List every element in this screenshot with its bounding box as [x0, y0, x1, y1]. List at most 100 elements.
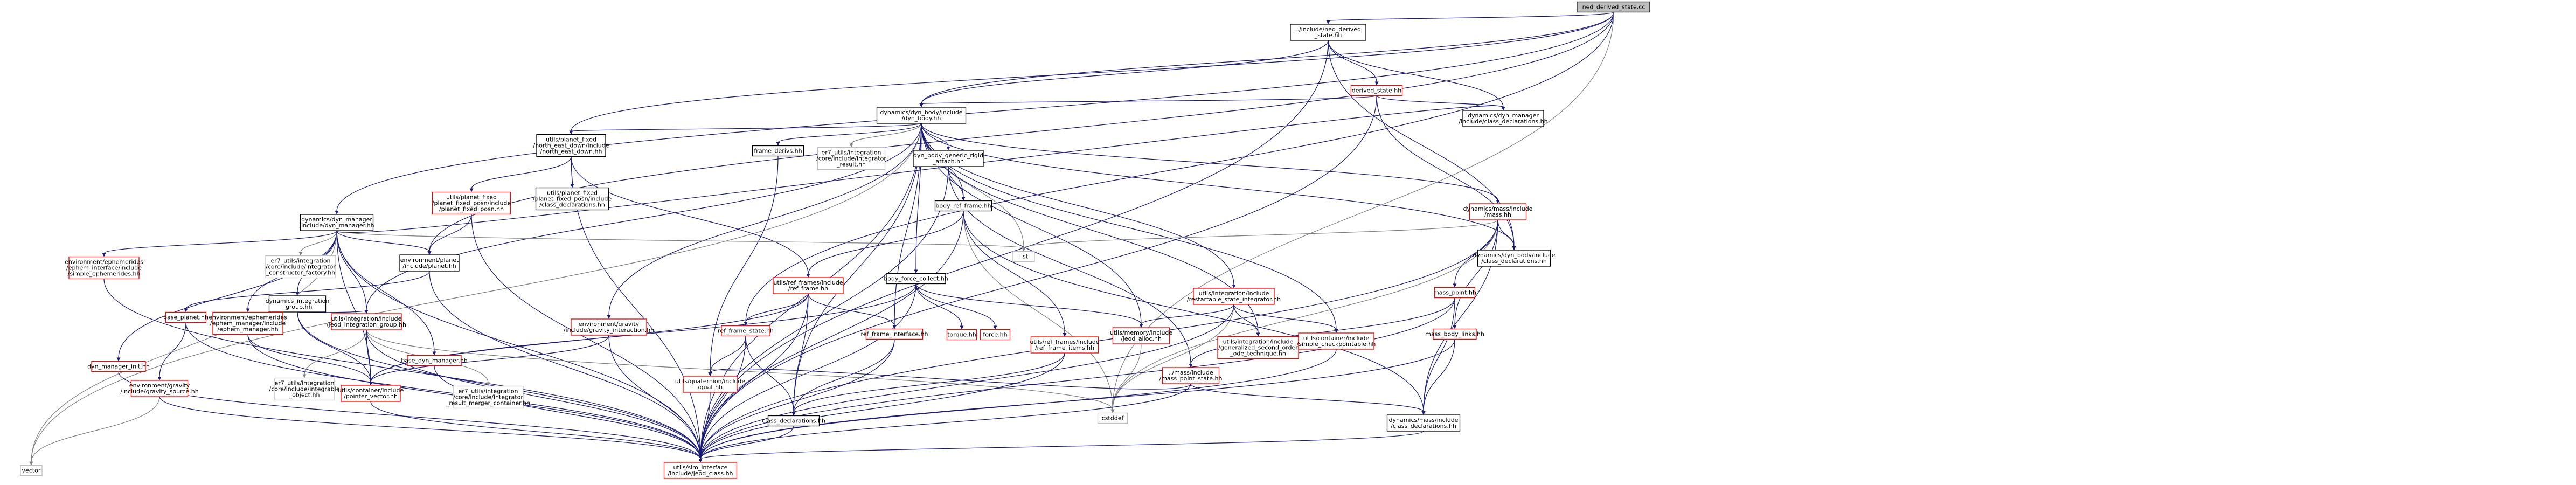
dependency-edge-n35-n48 [1190, 383, 1424, 412]
arrowhead-n11-n4 [1501, 107, 1505, 110]
dependency-edge-n24-n50 [700, 297, 1455, 460]
graph-node-n26[interactable]: environment/ephemerides/ephem_manager/in… [209, 311, 287, 335]
graph-node-n47[interactable]: cstddef [1097, 412, 1128, 424]
node-label: /core/include/integrator [816, 155, 886, 162]
node-box [300, 214, 374, 231]
graph-node-n1[interactable]: ned_derived_state.cc [1577, 1, 1650, 13]
graph-node-n29[interactable]: ref_frame_state.hh [718, 325, 774, 337]
graph-node-n35[interactable]: ../mass/include/mass_point_state.hh [1159, 367, 1223, 384]
graph-node-n5[interactable]: dynamics/dyn_body/include/dyn_body.hh [876, 107, 967, 124]
arrowhead-n11-n16 [298, 252, 303, 256]
arrowhead-n11-n39 [116, 357, 121, 362]
graph-node-n32[interactable]: force.hh [980, 329, 1011, 341]
node-box [274, 377, 335, 401]
graph-node-n15[interactable]: environment/ephemerides/ephem_interface/… [65, 256, 143, 280]
graph-node-n7[interactable]: frame_derivs.hh [752, 145, 804, 157]
graph-node-n6[interactable]: utils/planet_fixed/north_east_down/inclu… [533, 134, 609, 157]
arrowhead-n1-n11 [335, 211, 339, 214]
graph-node-n33[interactable]: utils/ref_frames/include/ref_frame_items… [1030, 336, 1100, 354]
arrowhead-n5-n28 [607, 315, 611, 319]
graph-node-n24[interactable]: mass_point.hh [1433, 287, 1476, 299]
graph-node-n13[interactable]: utils/planet_fixed/planet_fixed_posn/inc… [533, 187, 612, 211]
arrowhead-n23-n34 [1139, 324, 1143, 328]
graph-node-n50[interactable]: utils/sim_interface/include/jeod_class.h… [663, 462, 738, 479]
dependency-edge-n5-n27 [366, 123, 922, 311]
arrowhead-n11-n26 [246, 308, 250, 313]
edge-layer [29, 11, 1614, 466]
node-label: utils/integration/include [1223, 338, 1294, 345]
graph-node-n20[interactable]: dynamics/dyn_body/include/class_declarat… [1473, 250, 1556, 267]
node-box [341, 385, 401, 402]
graph-node-n8[interactable]: er7_utils/integration/core/include/integ… [816, 147, 886, 170]
dependency-edge-n11-n42 [336, 230, 371, 383]
graph-node-n10[interactable]: dynamics/mass/include/mass.hh [1463, 203, 1533, 220]
node-label: /class_declarations.hh [539, 202, 605, 209]
graph-node-n38[interactable]: mass_body_links.hh [1425, 328, 1484, 340]
graph-node-n12[interactable]: utils/planet_fixed/planet_fixed_posn/inc… [432, 191, 511, 215]
node-box [407, 355, 462, 366]
dependency-edge-n1-n6 [571, 12, 1614, 131]
dependency-edge-n25-n40 [159, 322, 186, 378]
node-label: /class_declarations.hh [1391, 422, 1456, 429]
graph-node-n39[interactable]: dyn_manager_init.hh [87, 361, 150, 372]
node-label: frame_derivs.hh [754, 148, 802, 155]
node-label: ../include/ned_derived [1295, 26, 1361, 33]
node-label: environment/gravity [579, 321, 640, 328]
graph-node-n49[interactable]: vector [20, 465, 43, 476]
graph-node-n23[interactable]: utils/integration/include/restartable_st… [1187, 288, 1281, 305]
dependency-edge-n33-n50 [700, 352, 1065, 460]
dependency-edge-n22-n31 [915, 283, 962, 327]
dependency-edge-n11-n15 [103, 230, 337, 254]
graph-node-n3[interactable]: derived_state.hh [1350, 85, 1403, 96]
graph-node-n27[interactable]: utils/integration/include/jeod_integrati… [327, 313, 406, 330]
node-box [331, 313, 402, 330]
dependency-edge-n46-n50 [700, 426, 794, 460]
graph-node-n22[interactable]: body_force_collect.hh [884, 273, 948, 285]
graph-node-n21[interactable]: utils/ref_frames/include/ref_frame.hh [773, 277, 844, 294]
node-label: ../mass/include [1168, 369, 1213, 376]
graph-node-n46[interactable]: class_declarations.hh [762, 415, 825, 427]
node-label: /include/gravity_source.hh [120, 388, 198, 395]
graph-node-n9[interactable]: dyn_body_generic_rigid_attach.hh [913, 150, 984, 167]
node-box [91, 361, 146, 372]
graph-node-n17[interactable]: dynamics_integration_group.hh [266, 295, 330, 313]
arrowhead-n5-n8 [849, 143, 853, 148]
graph-node-n37[interactable]: utils/container/include/simple_checkpoin… [1297, 332, 1376, 350]
graph-node-n36[interactable]: utils/integration/include/generalized_se… [1217, 336, 1299, 359]
graph-node-n41[interactable]: er7_utils/integration/core/include/integ… [269, 377, 340, 401]
graph-node-n11[interactable]: dynamics/dyn_manager/include/dyn_manager… [299, 214, 374, 231]
node-label: utils/quaternion/include [675, 378, 745, 385]
arrowhead-n40-n49 [29, 461, 33, 466]
dependency-edge-n10-n50 [700, 219, 1498, 460]
node-label: /north_east_down.hh [540, 148, 602, 155]
graph-node-n34[interactable]: utils/memory/include/jeod_alloc.hh [1110, 327, 1173, 344]
graph-node-n30[interactable]: ref_frame_interface.hh [860, 328, 928, 340]
dependency-edge-n1-n2 [1328, 11, 1614, 22]
graph-node-n31[interactable]: torque.hh [946, 329, 977, 341]
node-label: _attach.hh [932, 158, 964, 165]
graph-node-n44[interactable]: base_dyn_manager.hh [401, 355, 468, 366]
node-box [265, 255, 336, 279]
graph-node-n42[interactable]: utils/container/include/pointer_vector.h… [338, 385, 404, 402]
dependency-edge-n27-n42 [366, 329, 371, 383]
node-box [817, 147, 886, 170]
graph-node-n14[interactable]: body_ref_frame.hh [934, 200, 992, 212]
node-box [1162, 367, 1220, 384]
graph-node-n40[interactable]: environment/gravity/include/gravity_sour… [120, 380, 199, 397]
dependency-edge-n2-n3 [1328, 40, 1377, 82]
graph-node-n48[interactable]: dynamics/mass/include/class_declarations… [1386, 414, 1461, 432]
dependency-edge-n14-n48 [963, 211, 1424, 412]
dependency-edge-n6-n21 [571, 156, 809, 275]
graph-node-n4[interactable]: dynamics/dyn_manager/include/class_decla… [1459, 110, 1548, 127]
graph-node-n16[interactable]: er7_utils/integration/core/include/integ… [265, 255, 336, 279]
dependency-edge-n42-n50 [370, 401, 701, 460]
graph-node-n18[interactable]: environment/planet/include/planet.hh [399, 254, 460, 272]
graph-node-n45[interactable]: utils/quaternion/include/quat.hh [675, 376, 745, 393]
graph-node-n25[interactable]: base_planet.hh [163, 311, 209, 323]
node-label: ref_frame_interface.hh [860, 331, 928, 338]
graph-node-n2[interactable]: ../include/ned_derived_state.hh [1290, 24, 1366, 41]
node-label: _ode_technique.hh [1230, 350, 1286, 357]
graph-node-n43[interactable]: er7_utils/integration/core/include/integ… [446, 385, 530, 409]
graph-node-n28[interactable]: environment/gravity/include/gravity_inte… [564, 318, 654, 336]
graph-node-n19[interactable]: list [1012, 251, 1035, 262]
